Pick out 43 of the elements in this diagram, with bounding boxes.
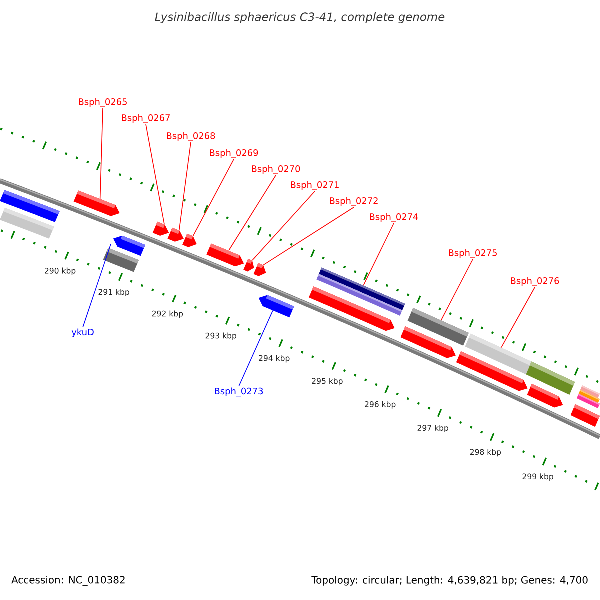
leader-line — [238, 310, 274, 387]
leader-line — [363, 223, 394, 286]
leader-line — [192, 159, 234, 237]
gene-label: Bsph_0272 — [330, 197, 378, 206]
gene-feature — [254, 263, 266, 276]
gene-label: Bsph_0265 — [79, 98, 127, 108]
leader-line — [228, 175, 276, 252]
gene-label: ykuD — [72, 328, 94, 338]
gene-label: Bsph_0273 — [215, 388, 264, 397]
leader-line — [82, 244, 112, 328]
title: Lysinibacillus sphaericus C3-41, complete genome — [155, 12, 445, 24]
leader-line — [100, 108, 104, 200]
footer-text: Topology: circular; Length: 4,639,821 bp; Genes: 4,700 — [312, 576, 588, 586]
gene-label: Bsph_0269 — [210, 149, 258, 158]
leader-line — [178, 142, 192, 231]
gene-label: Bsph_0267 — [122, 114, 170, 124]
leader-line — [252, 191, 316, 261]
gene-feature — [206, 244, 244, 267]
gene-label: Bsph_0271 — [291, 181, 339, 190]
feature-bar — [576, 394, 600, 408]
gene-feature — [113, 236, 146, 256]
feature-bar — [465, 334, 532, 375]
footer-text: Accession: NC_010382 — [12, 576, 125, 586]
gene-feature — [152, 222, 170, 236]
leader-line — [263, 207, 354, 266]
gene-feature — [527, 384, 564, 408]
feature-bar — [408, 308, 469, 346]
gene-label: Bsph_0268 — [167, 132, 216, 142]
gene-feature — [570, 404, 600, 428]
gene-feature — [244, 259, 254, 272]
gene-feature — [168, 228, 184, 242]
gene-feature — [74, 190, 120, 216]
gene-feature — [182, 234, 197, 248]
feature-bar — [316, 274, 402, 316]
gene-label: Bsph_0275 — [449, 249, 497, 258]
gene-label: Bsph_0270 — [252, 165, 300, 174]
gene-label: Bsph_0276 — [511, 277, 560, 286]
leader-line — [501, 287, 536, 348]
gene-feature — [258, 295, 294, 318]
leader-line — [440, 259, 474, 321]
feature-bar — [0, 208, 54, 239]
gene-label: Bsph_0274 — [370, 213, 418, 222]
leader-line — [146, 124, 165, 225]
